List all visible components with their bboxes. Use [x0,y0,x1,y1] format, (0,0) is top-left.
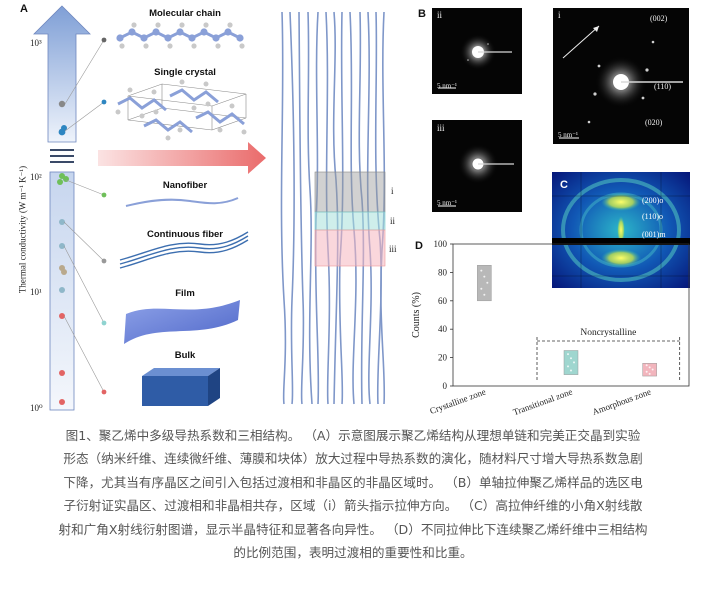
reflection-110o: (110)o [642,212,664,221]
saed-iii-scale: 5 nm⁻¹ [437,199,457,207]
category-label: Transitional zone [512,386,574,417]
fibril-schematic [280,11,386,405]
range-point [567,365,569,368]
range-point [570,369,572,372]
panel-c-letter: C [560,179,568,191]
range-bar [642,363,657,377]
reflection-020: (020) [645,118,663,127]
film-illustration [124,300,240,344]
saed-ii-label: ii [437,10,443,20]
range-point [567,353,569,356]
caption-line: 的比例范围，表明过渡相的重要性和比重。 [233,545,473,561]
caption-line: 下降，尤其当有序晶区之间引入包括过渡相和非晶区的非晶区域时。 （B）单轴拉伸聚乙… [63,474,643,490]
xray-pattern [552,172,690,288]
category-label: Amorphous zone [591,386,652,417]
reflection-002: (002) [650,14,668,23]
reflection-200o: (200)o [642,196,664,205]
scale-up-arrow [98,142,266,174]
range-point [645,364,648,367]
plot-frame [452,243,690,387]
saed-iii-label: iii [437,123,445,133]
conductivity-arrow-top [33,5,91,143]
range-bar [477,265,492,302]
region-label-ii: ii [390,216,396,226]
panel-d-letter: D [415,240,423,252]
caption-line: 形态（纳米纤维、连续微纤维、薄膜和块体）放大过程中导热系数的演化，随材料尺寸增大… [63,451,643,467]
region-i-box [314,171,386,213]
panel-a-letter: A [20,3,28,15]
region-iii-box [314,229,386,267]
y-tick-label: 0 [443,381,448,391]
tick-10: 10¹ [30,287,42,297]
range-point [648,366,651,369]
range-point [486,281,489,284]
saed-pattern-iii [432,120,522,212]
range-point [648,372,651,375]
molecular-chain-illustration [116,22,245,49]
panel-b-letter: B [418,8,426,20]
tick-1000: 10³ [30,38,42,48]
label-single-crystal: Single crystal [154,67,216,78]
caption-line: 射和广角X射线衍射图谱，显示半晶特征和显著各向异性。 （D）不同拉伸比下连续聚乙… [58,521,648,537]
caption-line: 子衍射证实晶区、过渡相和非晶相共存，区域（i）箭头指示拉伸方向。 （C）高拉伸纤… [63,498,643,514]
range-point [573,361,575,364]
panel-a-figure [33,5,386,411]
label-bulk: Bulk [174,350,196,361]
y-tick-label: 80 [438,267,448,277]
range-point [480,287,483,290]
range-point [645,370,648,373]
tick-100: 10² [30,172,42,182]
figure-caption: 图1、聚乙烯中多级导热系数和三相结构。 （A）示意图展示聚乙烯结构从理想单链和完… [22,424,684,564]
label-continuous-fiber: Continuous fiber [147,229,223,240]
label-nanofiber: Nanofiber [162,180,208,191]
saed-ii-scale: 5 nm⁻¹ [437,82,457,90]
region-ii-box [314,211,386,231]
range-point [483,275,486,278]
label-molecular-chain: Molecular chain [149,8,221,19]
connector-dots [101,37,107,395]
range-point [483,293,486,296]
single-crystal-illustration [115,79,247,141]
region-label-iii: iii [389,244,397,254]
noncrystalline-label: Noncrystalline [580,328,636,338]
range-point [651,368,654,371]
saed-i-label: i [558,10,561,20]
continuous-fiber-illustration [119,231,249,269]
tick-1: 10⁰ [30,403,43,413]
y-tick-label: 100 [434,239,448,249]
conductivity-bar-bottom [49,171,75,411]
y-tick-label: 20 [438,353,448,363]
y-tick-label: 60 [438,296,448,306]
range-point [480,269,483,272]
region-label-i: i [391,186,394,196]
range-point [570,357,572,360]
bulk-illustration [142,368,220,406]
connector-lines [63,39,105,393]
reflection-001m: (001)m [642,230,666,239]
axis-break [50,149,74,163]
range-bar [563,350,579,375]
saed-i-scale: 5 nm⁻¹ [558,131,578,139]
label-film: Film [175,288,195,299]
saed-pattern-ii [432,8,522,94]
category-label: Crystalline zone [428,386,487,415]
y-axis-title: Counts (%) [411,292,422,338]
nanofiber-illustration [125,197,239,207]
saed-pattern-i [553,8,689,144]
caption-line: 图1、聚乙烯中多级导热系数和三相结构。 （A）示意图展示聚乙烯结构从理想单链和完… [65,428,641,443]
reflection-110: (110) [654,82,672,91]
y-tick-label: 40 [438,324,448,334]
